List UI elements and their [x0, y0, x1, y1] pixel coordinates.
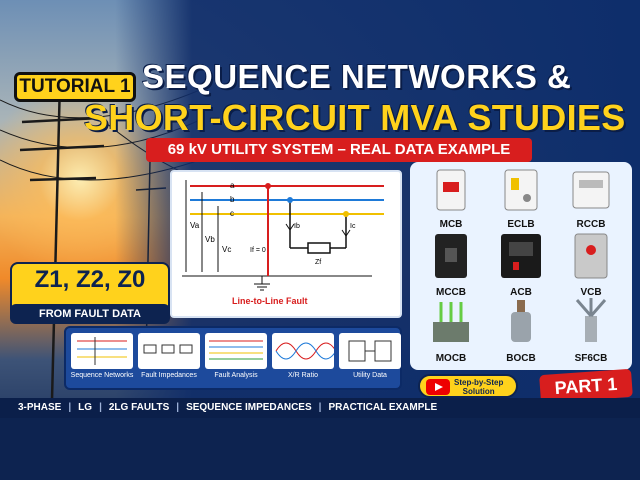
device-mocb: MOCB	[422, 298, 480, 364]
topic-item: 2LG FAULTS	[108, 402, 170, 413]
ib-label: Ib	[294, 223, 300, 230]
eclb-icon	[504, 169, 538, 211]
rccb-icon	[572, 171, 610, 209]
device-sf6cb: SF6CB	[562, 298, 620, 364]
device-rccb: RCCB	[562, 168, 620, 230]
zf-label: Zf	[315, 259, 321, 266]
bottom-topics-bar: 3-PHASE | LG | 2LG FAULTS | SEQUENCE IMPEDANCE…	[0, 398, 640, 418]
thumbnail-utility-data: Utility Data	[338, 333, 402, 387]
device-label: MOCB	[435, 353, 467, 364]
step-by-step-badge: Step-by-Step Solution	[418, 374, 518, 398]
device-label: MCB	[439, 219, 463, 230]
xr-ratio-icon	[272, 333, 334, 369]
vb-label: Vb	[205, 235, 215, 244]
fault-diagram: a b c Va Vb Vc If = 0 Ib Ic Zf	[170, 170, 402, 318]
thumbnail-fault-impedances: Fault Impedances	[137, 333, 201, 387]
title-line-1: SEQUENCE NETWORKS &	[142, 58, 572, 95]
va-label: Va	[190, 221, 200, 230]
diagram-caption: Line-to-Line Fault	[232, 296, 308, 306]
bocb-icon	[511, 300, 531, 342]
fault-impedances-icon	[138, 333, 200, 369]
step-line-1: Step-by-Step	[454, 378, 504, 387]
device-label: BOCB	[506, 353, 536, 364]
device-acb: ACB	[492, 232, 550, 298]
if-label: If = 0	[250, 247, 266, 254]
tutorial-badge: TUTORIAL 1	[14, 72, 136, 102]
topic-item: PRACTICAL EXAMPLE	[328, 402, 438, 413]
thumbnail-label: X/R Ratio	[288, 372, 318, 379]
fault-analysis-icon	[205, 333, 267, 369]
thumbnail-fault-analysis: Fault Analysis	[204, 333, 268, 387]
thumbnail-xr-ratio: X/R Ratio	[271, 333, 335, 387]
utility-data-icon	[339, 333, 401, 369]
phase-label-b: b	[230, 195, 235, 204]
topic-item: SEQUENCE IMPEDANCES	[186, 402, 312, 413]
separator: |	[99, 402, 102, 413]
step-line-2: Solution	[462, 387, 495, 396]
phase-label-a: a	[230, 181, 235, 190]
mocb-icon	[433, 302, 469, 342]
device-label: VCB	[580, 287, 602, 298]
device-label: MCCB	[436, 287, 466, 298]
acb-icon	[501, 234, 541, 278]
device-vcb: VCB	[562, 232, 620, 298]
topic-thumbnails: Sequence Networks Fault Impedances Fault…	[64, 326, 402, 390]
impedance-text: Z1, Z2, Z0	[34, 266, 146, 293]
bottom-fill	[0, 418, 640, 480]
mcb-icon	[436, 169, 466, 211]
step-by-step-text: Step-by-Step Solution	[454, 378, 503, 396]
device-bocb: BOCB	[492, 298, 550, 364]
thumbnail-label: Fault Analysis	[214, 372, 258, 379]
thumbnail-sequence-networks: Sequence Networks	[70, 333, 134, 387]
subtitle-bar: 69 kV UTILITY SYSTEM – REAL DATA EXAMPLE	[146, 138, 532, 162]
thumbnail-label: Utility Data	[353, 372, 387, 379]
thumbnail-label: Sequence Networks	[70, 372, 134, 379]
title-line-2: SHORT-CIRCUIT MVA STUDIES	[84, 97, 626, 138]
phase-label-c: c	[230, 209, 234, 218]
topic-item: LG	[78, 402, 93, 413]
device-eclb: ECLB	[492, 168, 550, 230]
device-label: ACB	[510, 287, 532, 298]
separator: |	[318, 402, 322, 413]
sequence-networks-icon	[71, 333, 133, 369]
device-label: ECLB	[507, 219, 535, 230]
thumbnail-label: Fault Impedances	[141, 372, 197, 379]
separator: |	[68, 402, 72, 413]
device-label: SF6CB	[574, 353, 608, 364]
youtube-icon	[426, 379, 450, 395]
vcb-icon	[574, 233, 608, 279]
device-label: RCCB	[576, 219, 606, 230]
device-mccb: MCCB	[422, 232, 480, 298]
ic-label: Ic	[350, 223, 356, 230]
fault-diagram-svg: a b c Va Vb Vc If = 0 Ib Ic Zf	[182, 180, 384, 291]
mccb-icon	[435, 234, 467, 278]
impedance-subtitle: FROM FAULT DATA	[10, 304, 170, 324]
sf6cb-icon	[575, 298, 607, 342]
circuit-breaker-panel: MCB ECLB RCCB MCCB ACB VCB MOCB BOCB SF6…	[410, 162, 632, 370]
vc-label: Vc	[222, 245, 231, 254]
device-mcb: MCB	[422, 168, 480, 230]
separator: |	[176, 402, 180, 413]
topic-item: 3-PHASE	[18, 402, 62, 413]
